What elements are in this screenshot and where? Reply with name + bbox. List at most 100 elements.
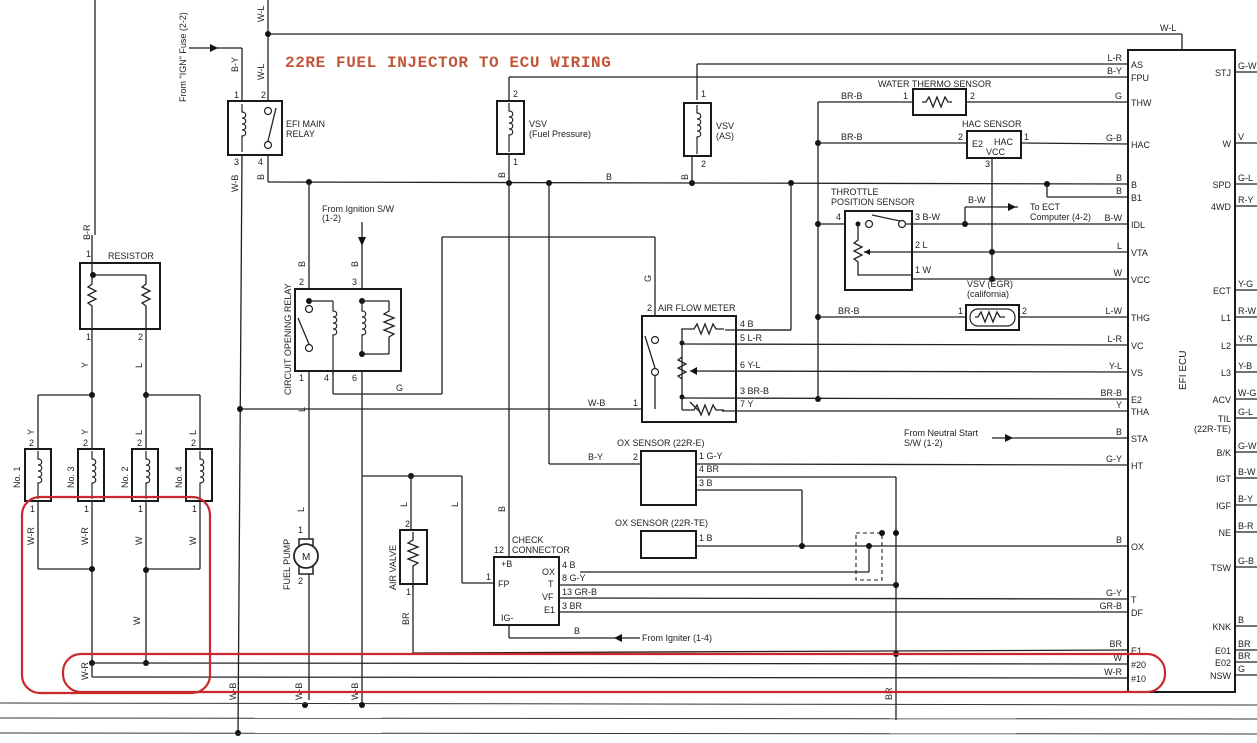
ecu-terminal-name: TSW	[1211, 563, 1232, 573]
ecu-terminal-name: DF	[1131, 608, 1143, 618]
ecu-terminal-name: HT	[1131, 461, 1143, 471]
thermistor-icon	[922, 95, 952, 109]
ecu-terminal-name: VTA	[1131, 248, 1148, 258]
b-bus-wire: B B	[256, 155, 1129, 198]
wire-color-label: B-R	[1238, 521, 1254, 531]
svg-text:L: L	[188, 430, 198, 435]
w-b-ground-wire: W-B W-B	[228, 154, 243, 736]
ecu-terminal-name: VCC	[1131, 275, 1151, 285]
svg-text:3 BR-B: 3 BR-B	[740, 386, 769, 396]
svg-text:No. 1: No. 1	[12, 466, 22, 488]
ecu-terminal-name: KNK	[1212, 622, 1231, 632]
ecu-terminal-l3: L3Y-B	[1221, 361, 1257, 378]
wire-color-label: BR	[1109, 639, 1122, 649]
svg-text:L: L	[450, 502, 460, 507]
svg-text:EFI MAIN: EFI MAIN	[286, 119, 325, 129]
svg-text:4: 4	[836, 212, 841, 222]
wire-color-label: B	[1238, 615, 1244, 625]
ecu-terminal-name: NE	[1218, 528, 1231, 538]
svg-text:BR: BR	[884, 687, 894, 700]
svg-text:2: 2	[405, 519, 410, 529]
svg-text:1: 1	[633, 398, 638, 408]
svg-text:(Fuel Pressure): (Fuel Pressure)	[529, 129, 591, 139]
vsv-coil-icon	[508, 103, 514, 152]
injector-pair-joins: W-R	[38, 566, 1129, 680]
svg-text:4 B: 4 B	[562, 560, 576, 570]
resistor: RESISTOR 1 1 2 Y L	[37, 235, 201, 450]
ecu-terminal-b: BB	[1116, 173, 1137, 190]
svg-text:FP: FP	[498, 579, 510, 589]
svg-text:BR-B: BR-B	[838, 306, 860, 316]
svg-text:W-L: W-L	[256, 6, 266, 22]
injector-coil-icon	[37, 451, 43, 499]
svg-text:VCC: VCC	[986, 147, 1006, 157]
svg-text:1 B: 1 B	[699, 533, 713, 543]
svg-text:B: B	[606, 172, 612, 182]
svg-text:1: 1	[958, 306, 963, 316]
wire-color-label: G-W	[1238, 61, 1257, 71]
ecu-terminal-name: #10	[1131, 674, 1146, 684]
diagram-title: 22RE FUEL INJECTOR TO ECU WIRING	[285, 54, 611, 72]
ecu-terminal-name: VC	[1131, 341, 1144, 351]
ecu-terminal-name: HAC	[1131, 140, 1151, 150]
svg-text:CHECK: CHECK	[512, 535, 544, 545]
w-l-wire: W-L W-L W-L	[256, 0, 1183, 100]
throttle-position-sensor: THROTTLE POSITION SENSOR 4 3 B-W 2 L 1 W…	[818, 187, 1128, 291]
svg-text:2: 2	[261, 90, 266, 100]
relay-switch-icon	[267, 107, 277, 142]
svg-text:B: B	[497, 172, 507, 178]
svg-text:2: 2	[299, 277, 304, 287]
ign-fuse-label: From "IGN" Fuse (2-2)	[178, 12, 188, 102]
ecu-terminal-name: B	[1131, 180, 1137, 190]
tps-switch-icon	[871, 214, 901, 222]
resistor-icon	[681, 322, 724, 336]
svg-text:5 L-R: 5 L-R	[740, 333, 763, 343]
arrow-icon	[210, 44, 218, 52]
svg-text:2 L: 2 L	[915, 240, 928, 250]
ecu-terminal-name: VS	[1131, 368, 1143, 378]
ecu-terminal-name: E01	[1215, 646, 1231, 656]
wire-color-label: GR-B	[1100, 601, 1123, 611]
ecu-terminal-name: THW	[1131, 98, 1152, 108]
air-valve: L L 2 AIR VALVE 1 BR	[362, 473, 494, 653]
vsv-fuel-pressure: 2 VSV (Fuel Pressure) 1 B B	[496, 76, 1128, 618]
ecu-terminal-name: AS	[1131, 60, 1143, 70]
arrow-icon	[1005, 434, 1013, 442]
ecu-terminal-name: L1	[1221, 313, 1231, 323]
ecu-terminal-name: OX	[1131, 542, 1144, 552]
svg-text:W-B: W-B	[230, 175, 240, 192]
svg-text:OX SENSOR (22R-TE): OX SENSOR (22R-TE)	[615, 518, 708, 528]
efi-ecu: EFI ECU ASL-RFPUB-YTHWGHACG-BBBB1BIDLB-W…	[1100, 49, 1257, 693]
wire-color-label: B	[1116, 173, 1122, 183]
ecu-terminal-ne: NE B-R	[1218, 521, 1257, 538]
svg-text:G: G	[643, 275, 653, 282]
vsv-egr: VSV (EGR) (california) BR-B 1 2	[818, 279, 1128, 331]
svg-text:(AS): (AS)	[716, 131, 734, 141]
ecu-terminal-name: FPU	[1131, 73, 1149, 83]
ign-fuse-source: From "IGN" Fuse (2-2) B-Y	[178, 12, 243, 102]
svg-text:1: 1	[86, 249, 91, 259]
neutral-start-source: From Neutral Start S/W (1-2)	[904, 428, 1128, 448]
ecu-terminal-name: ECT	[1213, 286, 1232, 296]
svg-text:AIR VALVE: AIR VALVE	[388, 545, 398, 590]
svg-text:2: 2	[633, 452, 638, 462]
svg-text:1: 1	[486, 572, 491, 582]
svg-text:HAC SENSOR: HAC SENSOR	[962, 119, 1022, 129]
svg-text:B: B	[680, 174, 690, 180]
wire-color-label: R-W	[1238, 306, 1256, 316]
svg-text:No. 4: No. 4	[174, 466, 184, 488]
svg-text:1 G-Y: 1 G-Y	[699, 451, 723, 461]
svg-text:1: 1	[299, 373, 304, 383]
ecu-terminal-w: WV	[1223, 132, 1257, 149]
ecu-terminal-ht: HTG-Y	[1106, 454, 1144, 471]
